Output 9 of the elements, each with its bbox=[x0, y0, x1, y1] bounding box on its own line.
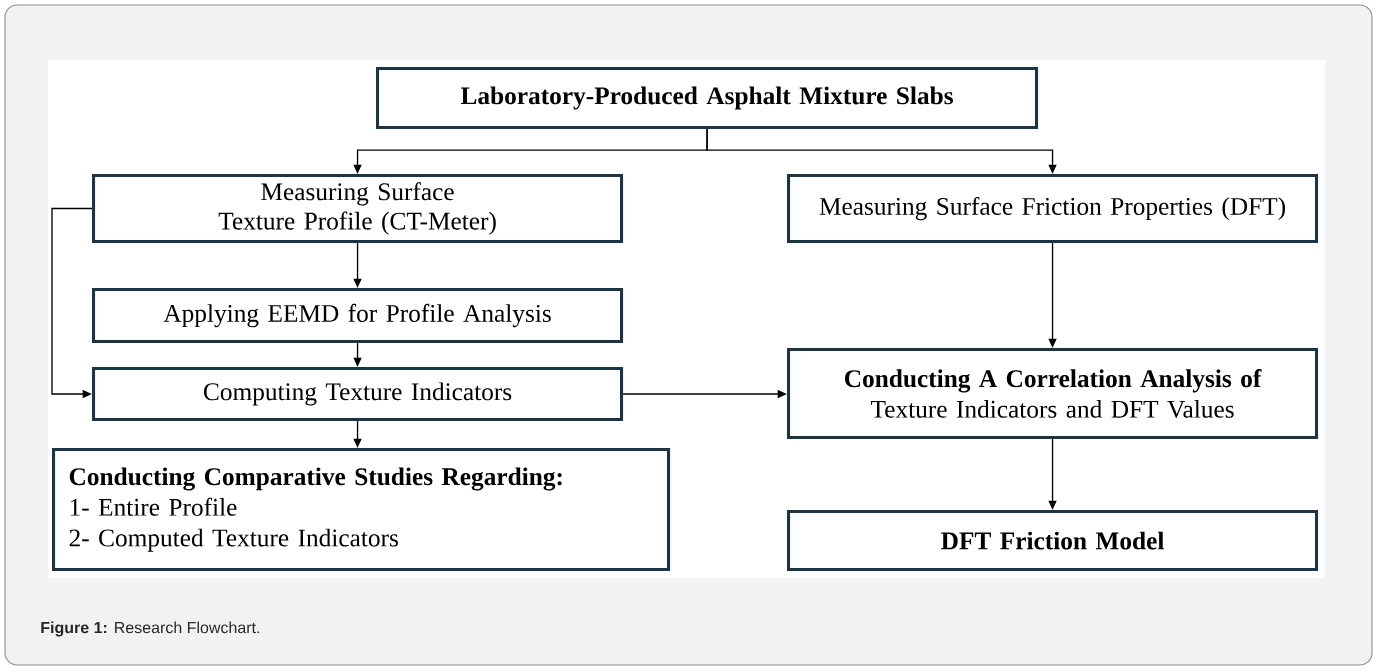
process-box: Applying EEMD for Profile Analysis bbox=[92, 288, 624, 344]
process-box: Measuring Surface Texture Profile (CT-Meter) bbox=[92, 174, 624, 244]
process-box: DFT Friction Model bbox=[787, 510, 1319, 572]
process-box: Computing Texture Indicators bbox=[92, 367, 624, 422]
process-box: Laboratory-Produced Asphalt Mixture Slabs bbox=[376, 67, 1039, 130]
figure-caption: Figure 1: Research Flowchart. bbox=[41, 621, 259, 637]
process-box: Conducting Comparative Studies Regarding: 1- Entire Profile 2- Computed Texture Indicators bbox=[52, 448, 671, 572]
process-box: Measuring Surface Friction Properties (DFT) bbox=[787, 174, 1319, 244]
process-box: Conducting A Correlation Analysis of Texture Indicators and DFT Values bbox=[787, 348, 1319, 440]
